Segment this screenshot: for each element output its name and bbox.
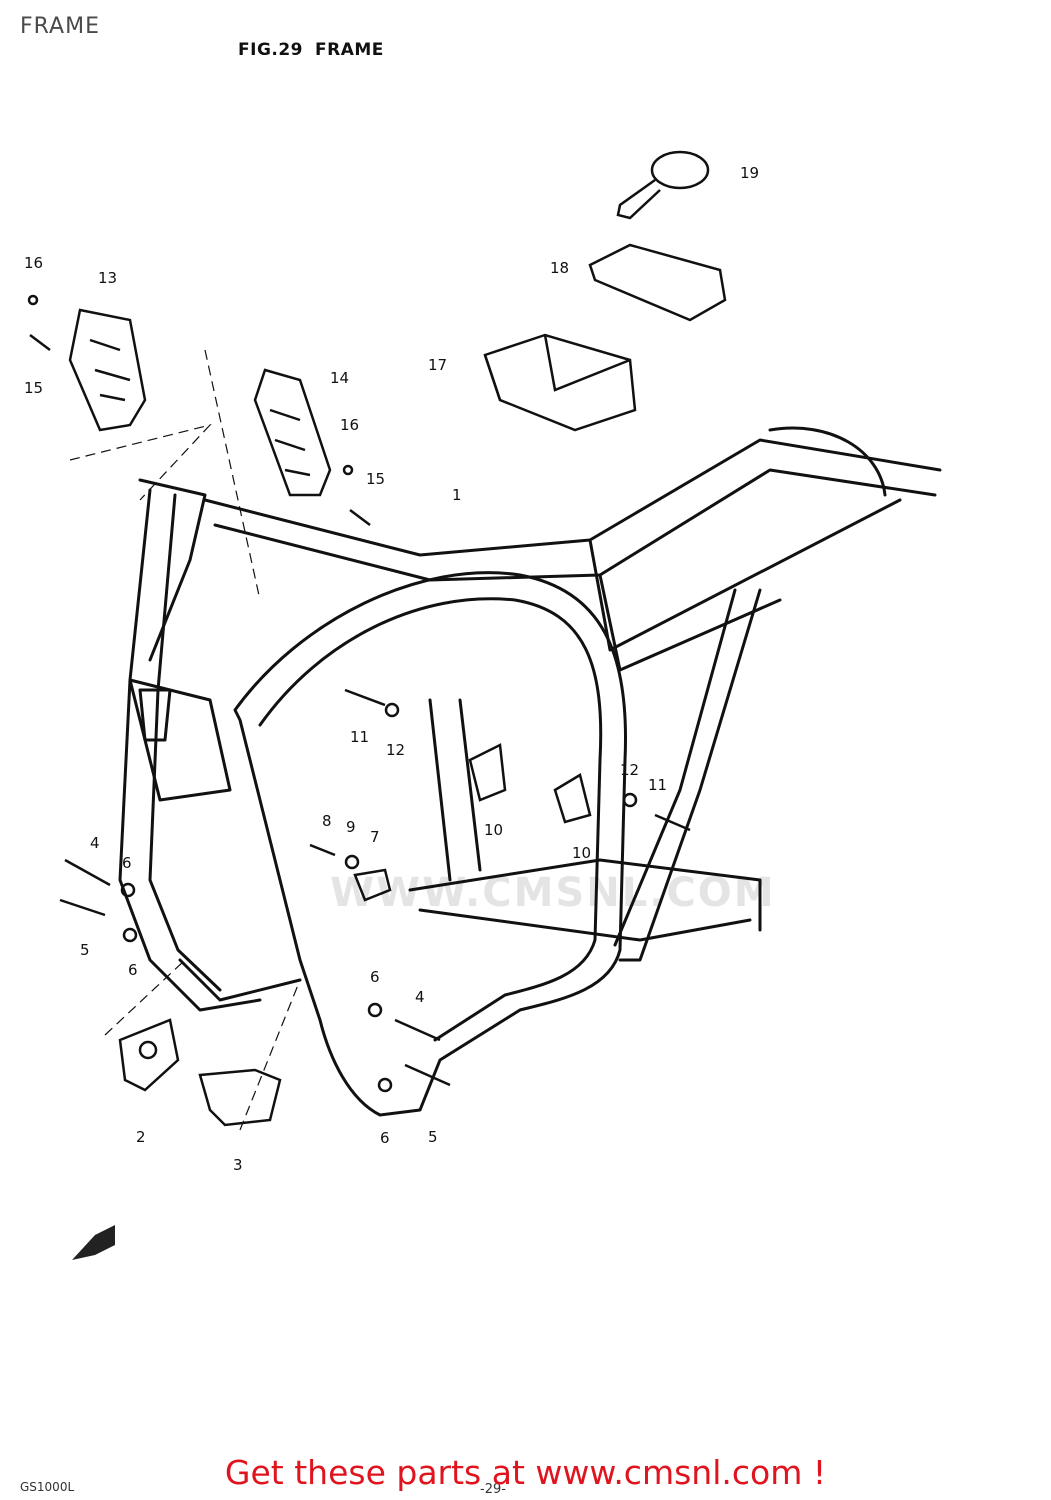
bolt-15-lower — [349, 509, 371, 526]
part-18-cover — [588, 243, 727, 322]
callout-9: 9 — [346, 818, 356, 836]
callout-15-lower: 15 — [366, 470, 385, 488]
frame-steering-head — [138, 478, 207, 662]
callout-4-right: 4 — [415, 988, 425, 1006]
callout-4-left: 4 — [90, 834, 100, 852]
get-parts-link[interactable]: Get these parts at www.cmsnl.com ! — [224, 1453, 827, 1492]
bolt-11-right — [654, 813, 691, 832]
callout-19: 19 — [740, 164, 759, 182]
bolt-4-left — [64, 858, 111, 887]
callout-14: 14 — [330, 369, 349, 387]
frame-rear-rail-lower — [598, 573, 782, 672]
bolt-5-left — [59, 898, 106, 917]
part-13-plate — [68, 308, 147, 432]
figure-caption: FRAME — [315, 40, 384, 60]
page-label: FRAME — [20, 14, 100, 39]
screw-16-lower — [342, 464, 354, 476]
callout-16-lower: 16 — [340, 416, 359, 434]
washer-6-b — [122, 927, 138, 943]
washer-6-c — [367, 1002, 383, 1018]
frame-engine-mount-2 — [458, 698, 482, 872]
fwd-arrow-icon — [72, 1225, 115, 1260]
callout-11-right: 11 — [648, 776, 667, 794]
frame-cross-member-2 — [418, 908, 752, 942]
part-2-bracket — [118, 1018, 180, 1092]
frame-main-loop-inner — [258, 597, 603, 1042]
page-number: -29- — [480, 1482, 506, 1497]
page-code: GS1000L — [20, 1480, 75, 1494]
callout-8: 8 — [322, 812, 332, 830]
frame-bottom-cradle — [178, 958, 302, 1002]
part-10-plate-left — [468, 743, 507, 802]
figure-number: FIG.29 — [238, 40, 304, 60]
bolt-4-right — [394, 1018, 441, 1042]
frame-gusset — [128, 678, 232, 802]
screw-16-upper — [27, 294, 39, 306]
frame-rear-downtube-2 — [613, 588, 737, 947]
bolt-11-left — [344, 688, 386, 707]
callout-6-a: 6 — [122, 854, 132, 872]
part-10-plate-right — [553, 773, 592, 824]
washer-6-d — [377, 1077, 393, 1093]
callout-7: 7 — [370, 828, 380, 846]
part-7-plate — [353, 868, 392, 902]
washer-12-right — [622, 792, 638, 808]
frame-main-loop — [233, 571, 628, 1117]
callout-3: 3 — [233, 1156, 243, 1174]
nut-9 — [344, 854, 360, 870]
bolt-5-right — [404, 1063, 451, 1087]
washer-12-left — [384, 702, 400, 718]
figure-title: FIG.29 FRAME — [238, 40, 384, 60]
callout-6-b: 6 — [128, 961, 138, 979]
callout-5-right: 5 — [428, 1128, 438, 1146]
frame-rear-hoop — [768, 426, 887, 497]
callout-18: 18 — [550, 259, 569, 277]
frame-gusset-slot — [138, 688, 172, 742]
callout-10-right: 10 — [572, 844, 591, 862]
frame-downtube-left — [118, 488, 262, 1012]
callout-17: 17 — [428, 356, 447, 374]
callout-6-c: 6 — [370, 968, 380, 986]
frame-cross-member — [408, 858, 762, 932]
callout-16-upper: 16 — [24, 254, 43, 272]
watermark: WWW.CMSNL.COM — [330, 870, 776, 916]
callout-12-left: 12 — [386, 741, 405, 759]
bolt-15-upper — [29, 334, 51, 351]
callout-1: 1 — [452, 486, 462, 504]
washer-6-a — [120, 882, 136, 898]
part-19-holder — [650, 150, 710, 190]
callout-15-upper: 15 — [24, 379, 43, 397]
callout-10-left: 10 — [484, 821, 503, 839]
callout-12-right: 12 — [620, 761, 639, 779]
part-14-plate — [253, 368, 332, 497]
part-17-battery-box — [483, 333, 637, 432]
callout-11-left: 11 — [350, 728, 369, 746]
callout-13: 13 — [98, 269, 117, 287]
bolt-8 — [309, 843, 336, 857]
part-3-bracket — [198, 1068, 282, 1127]
frame-rear-downtube — [618, 588, 762, 962]
frame-engine-mount — [428, 698, 452, 882]
callout-6-d: 6 — [380, 1129, 390, 1147]
callout-2: 2 — [136, 1128, 146, 1146]
callout-5-left: 5 — [80, 941, 90, 959]
frame-rear-rail — [588, 498, 902, 652]
